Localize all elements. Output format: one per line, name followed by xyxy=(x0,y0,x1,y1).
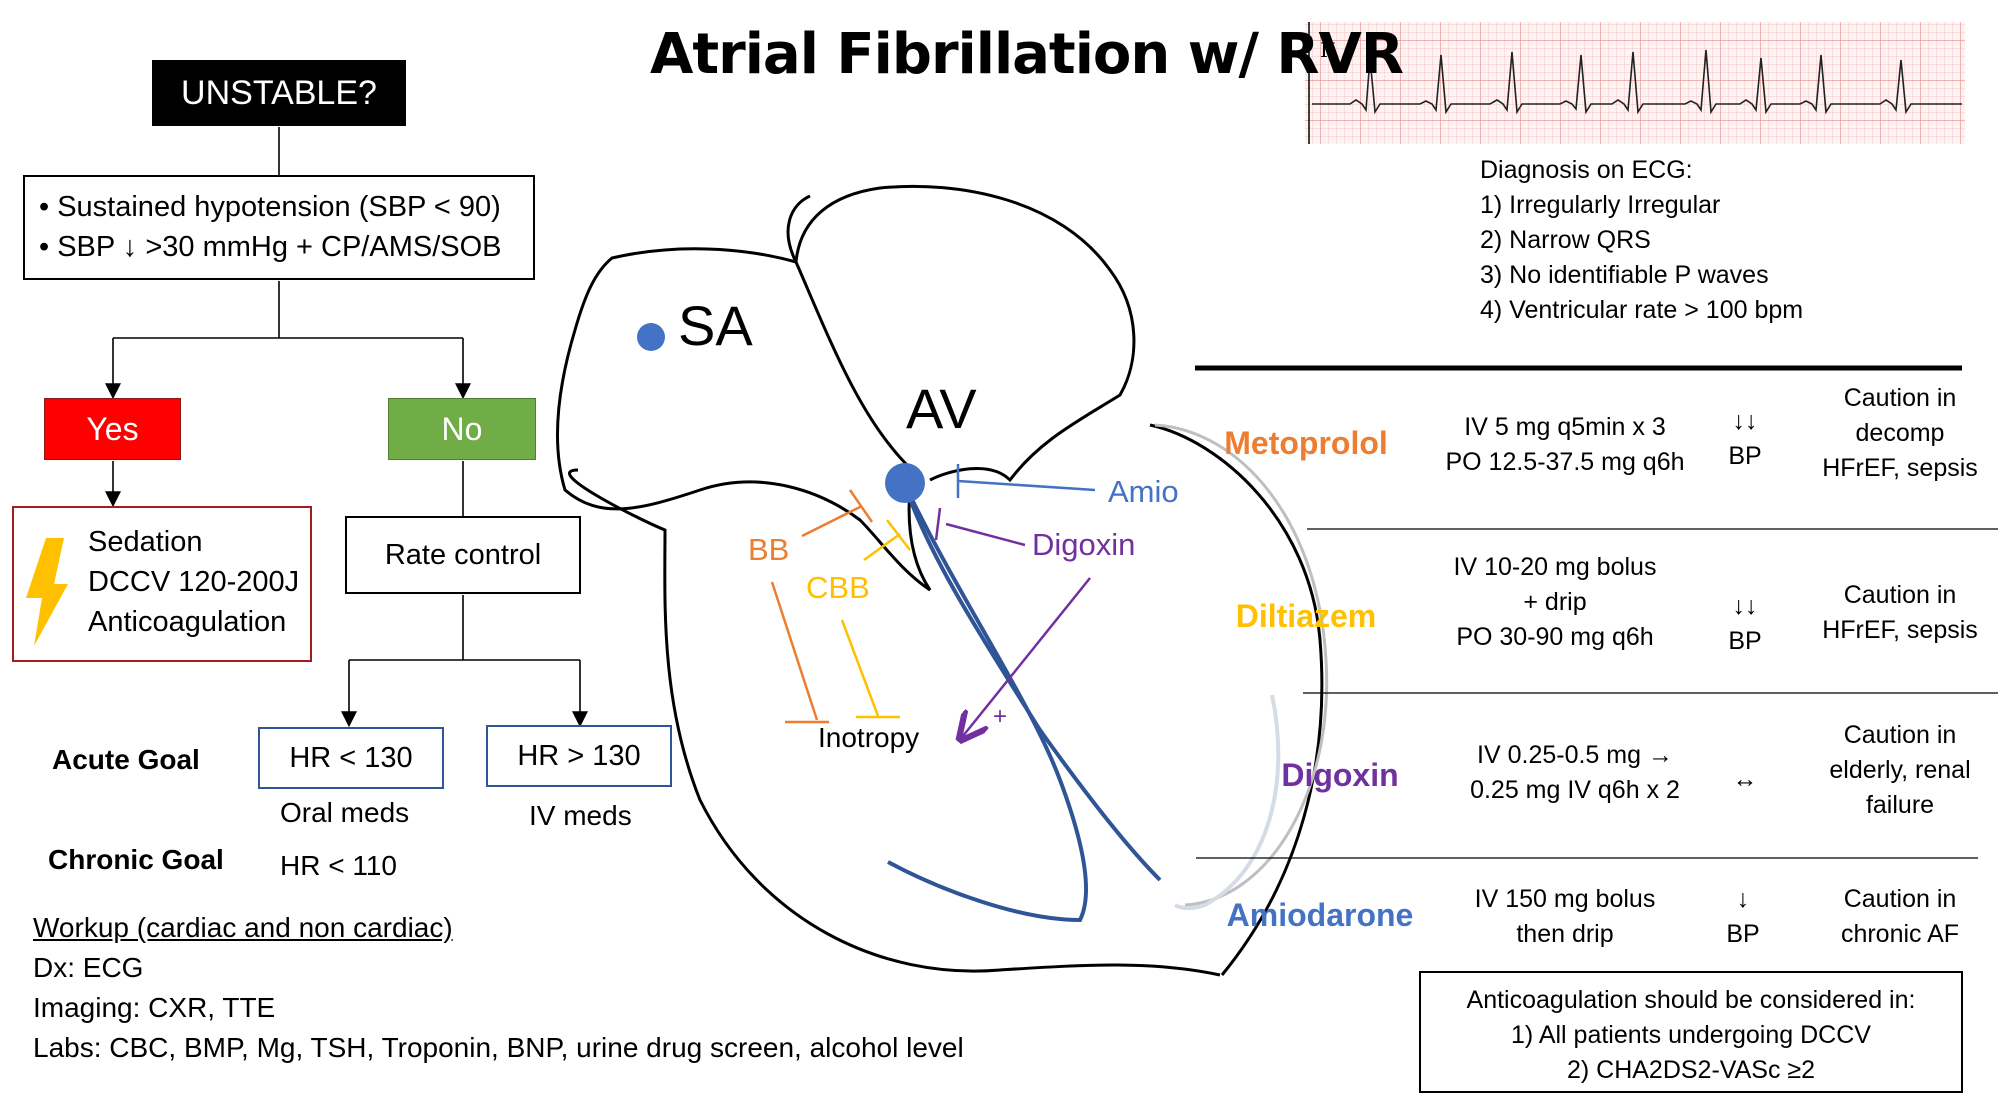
heart-outer-contour xyxy=(1154,423,1329,910)
caution-line: HFrEF, sepsis xyxy=(1822,454,1978,482)
bp-effect: ↓↓ BP xyxy=(1710,404,1780,474)
bp-effect: ↓↓ BP xyxy=(1710,589,1780,659)
drug-dose: IV 150 mg bolus then drip xyxy=(1430,882,1700,952)
caution-text: Caution in HFrEF, sepsis xyxy=(1810,578,1990,648)
ecg-diagnosis-line: 2) Narrow QRS xyxy=(1480,226,1651,254)
caution-text: Caution in decomp HFrEF, sepsis xyxy=(1810,381,1990,486)
bp-arrow: ↔ xyxy=(1732,765,1758,793)
ecg-diagnosis-line: 4) Ventricular rate > 100 bpm xyxy=(1480,296,1804,324)
av-node xyxy=(885,463,925,503)
rate-control-box: Rate control xyxy=(345,516,581,594)
oral-meds-label: Oral meds xyxy=(280,797,410,828)
caution-text: Caution in chronic AF xyxy=(1810,882,1990,952)
flowchart-connectors xyxy=(105,127,588,728)
bp-arrow: ↓ xyxy=(1736,885,1750,913)
drug-name-amiodarone: Amiodarone xyxy=(1226,897,1414,933)
cbb-label: CBB xyxy=(806,570,870,605)
drug-name-diltiazem: Diltiazem xyxy=(1235,598,1377,634)
drug-dose: IV 5 mg q5min x 3 PO 12.5-37.5 mg q6h xyxy=(1420,410,1710,480)
anticoagulation-line: 2) CHA2DS2-VASc ≥2 xyxy=(1566,1056,1816,1084)
bp-label: BP xyxy=(1728,442,1762,470)
criteria-line: • SBP ↓ >30 mmHg + CP/AMS/SOB xyxy=(39,231,502,263)
amio-inhibition xyxy=(956,464,1096,498)
drug-name-digoxin: Digoxin xyxy=(1281,757,1399,793)
caution-line: Caution in xyxy=(1843,384,1957,412)
anticoagulation-line: 1) All patients undergoing DCCV xyxy=(1511,1021,1871,1049)
caution-line: Caution in xyxy=(1843,581,1957,609)
cbb-inhibition xyxy=(840,519,911,719)
amio-label: Amio xyxy=(1108,474,1179,509)
treatment-line: Sedation xyxy=(88,526,203,558)
workup-labs: Labs: CBC, BMP, Mg, TSH, Troponin, BNP, … xyxy=(33,1032,964,1063)
caution-line: decomp xyxy=(1855,419,1945,447)
dose-line: IV 0.25-0.5 mg → xyxy=(1477,741,1673,769)
positive-sign: + xyxy=(993,703,1008,730)
dose-line: IV 10-20 mg bolus xyxy=(1453,553,1657,581)
ecg-diagnosis-line: 3) No identifiable P waves xyxy=(1480,261,1769,289)
dose-line: + drip xyxy=(1523,588,1587,616)
dose-line: PO 12.5-37.5 mg q6h xyxy=(1445,448,1685,476)
sa-node-label: SA xyxy=(678,294,753,357)
caution-line: failure xyxy=(1865,791,1935,819)
caution-line: Caution in xyxy=(1843,885,1957,913)
av-node-label: AV xyxy=(906,377,977,440)
drug-dose: IV 0.25-0.5 mg → 0.25 mg IV q6h x 2 xyxy=(1430,738,1720,808)
unstable-question-box: UNSTABLE? xyxy=(152,60,406,126)
dose-line: 0.25 mg IV q6h x 2 xyxy=(1470,776,1680,804)
lightning-icon xyxy=(26,538,68,646)
bb-inhibition xyxy=(770,489,874,724)
ecg-diagnosis-line: Diagnosis on ECG: xyxy=(1480,156,1693,184)
hr-low-box: HR < 130 xyxy=(258,727,444,789)
chronic-goal-value: HR < 110 xyxy=(280,850,397,881)
drug-name-metoprolol: Metoprolol xyxy=(1224,425,1388,461)
no-box: No xyxy=(388,398,536,460)
iv-meds-label: IV meds xyxy=(529,800,632,831)
bp-label: BP xyxy=(1728,627,1762,655)
chronic-goal-label: Chronic Goal xyxy=(48,844,224,875)
treatment-line: DCCV 120-200J xyxy=(88,566,300,598)
bp-effect: ↓ BP xyxy=(1708,882,1778,952)
inotropy-label: Inotropy xyxy=(818,722,920,753)
workup-imaging: Imaging: CXR, TTE xyxy=(33,992,276,1023)
caution-line: Caution in xyxy=(1843,721,1957,749)
sa-node xyxy=(637,323,665,351)
ecg-diagnosis-line: 1) Irregularly Irregular xyxy=(1480,191,1721,219)
workup-dx: Dx: ECG xyxy=(33,952,144,983)
treatment-line: Anticoagulation xyxy=(88,606,287,638)
acute-goal-label: Acute Goal xyxy=(52,744,200,775)
caution-line: HFrEF, sepsis xyxy=(1822,616,1978,644)
anticoagulation-line: Anticoagulation should be considered in: xyxy=(1466,986,1916,1014)
dose-line: PO 30-90 mg q6h xyxy=(1456,623,1654,651)
bp-arrow: ↓↓ xyxy=(1732,592,1758,620)
conduction-pathway xyxy=(887,484,1162,923)
criteria-line: • Sustained hypotension (SBP < 90) xyxy=(39,191,501,223)
instability-criteria-box: • Sustained hypotension (SBP < 90) • SBP… xyxy=(23,175,535,280)
yes-box: Yes xyxy=(44,398,181,460)
ecg-lead-label: II xyxy=(1320,38,1336,62)
drug-dose: IV 10-20 mg bolus + drip PO 30-90 mg q6h xyxy=(1405,550,1705,655)
digoxin-label: Digoxin xyxy=(1032,527,1136,562)
anticoagulation-box: Anticoagulation should be considered in:… xyxy=(1419,971,1963,1093)
caution-line: chronic AF xyxy=(1840,920,1960,948)
workup-heading: Workup (cardiac and non cardiac) xyxy=(33,912,453,943)
caution-line: elderly, renal xyxy=(1829,756,1971,784)
dose-line: then drip xyxy=(1516,920,1614,948)
ecg-strip xyxy=(1305,22,1965,144)
bb-label: BB xyxy=(748,532,790,567)
heart-outline xyxy=(556,184,1324,977)
digoxin-inhibition xyxy=(934,507,1091,736)
unstable-treatment-box: Sedation DCCV 120-200J Anticoagulation xyxy=(12,506,312,662)
page-title: Atrial Fibrillation w/ RVR xyxy=(650,22,1404,87)
bp-label: BP xyxy=(1726,920,1760,948)
bp-arrow: ↓↓ xyxy=(1732,407,1758,435)
caution-text: Caution in elderly, renal failure xyxy=(1810,718,1990,823)
hr-high-box: HR > 130 xyxy=(486,725,672,787)
dose-line: IV 150 mg bolus xyxy=(1474,885,1656,913)
dose-line: IV 5 mg q5min x 3 xyxy=(1464,413,1666,441)
ecg-diagnosis-list: Diagnosis on ECG: 1) Irregularly Irregul… xyxy=(1480,153,1803,328)
bp-effect: ↔ xyxy=(1710,762,1780,797)
